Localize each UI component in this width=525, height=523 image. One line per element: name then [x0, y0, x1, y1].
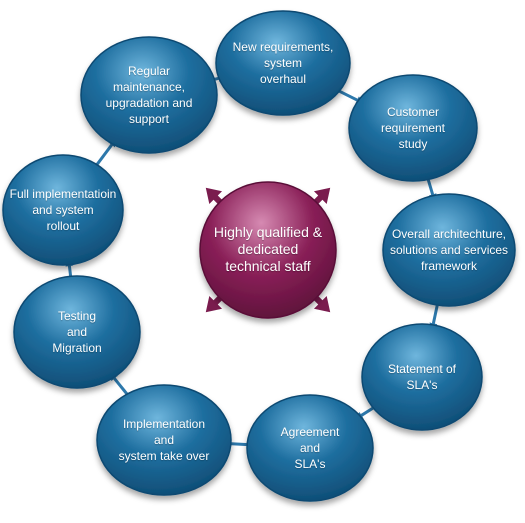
node-label-agreement-and-slas: Agreement and SLA's [280, 425, 340, 471]
center-label: Highly qualified & dedicated technical s… [213, 223, 323, 274]
node-label-full-implementation: Full implementatioin and system rollout [9, 187, 117, 233]
node-regular-maintenance [80, 36, 218, 154]
node-implementation [96, 384, 232, 496]
center-circle [199, 181, 337, 319]
node-statement-of-slas [361, 323, 483, 431]
node-label-implementation: Implementation and system take over [118, 417, 210, 463]
node-label-new-requirements: New requirements, system overhaul [232, 40, 334, 86]
node-customer-requirement-study [348, 74, 478, 182]
node-testing-and-migration [13, 275, 141, 389]
node-full-implementation [2, 154, 124, 266]
node-label-statement-of-slas: Statement of SLA's [387, 362, 457, 392]
node-label-regular-maintenance: Regular maintenance, upgradation and sup… [105, 64, 193, 126]
node-label-customer-requirement-study: Customer requirement study [380, 105, 446, 151]
node-label-overall-architecture: Overall architechture, solutions and ser… [389, 227, 509, 273]
node-overall-architecture [382, 193, 516, 307]
node-label-testing-and-migration: Testing and Migration [52, 309, 102, 355]
node-agreement-and-slas [246, 394, 374, 502]
node-new-requirements [215, 10, 351, 116]
